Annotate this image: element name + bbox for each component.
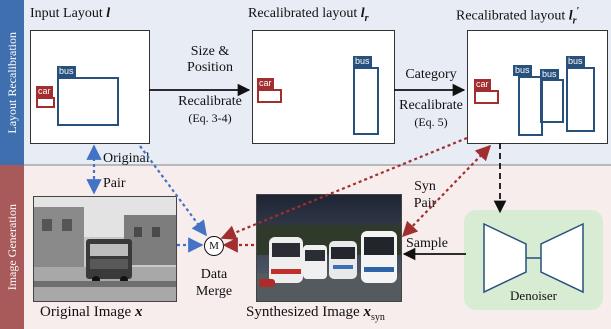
recalibrated-layout-title: Recalibrated layout lr	[248, 6, 369, 24]
size-position-label: Size & Position	[187, 44, 233, 75]
category-label: Category	[405, 67, 457, 82]
original-image	[33, 196, 177, 302]
sample-label: Sample	[406, 236, 448, 251]
bus-box-3	[566, 67, 595, 132]
original-pair-label-line2: Pair	[103, 176, 126, 191]
bus-tag-3: bus	[566, 56, 585, 67]
recalibrated-layout-prime-panel: bus bus bus car	[467, 30, 608, 144]
original-pair-label-line1: Original	[103, 151, 150, 166]
syn-pair-arrow	[401, 144, 492, 238]
car-tag: car	[257, 78, 274, 89]
category-recalibrate-label: Recalibrate (Eq. 5)	[399, 98, 463, 129]
side-label-image-generation: Image Generation	[0, 165, 24, 329]
bus-tag-1: bus	[513, 65, 532, 76]
size-position-recalibrate-label: Recalibrate (Eq. 3-4)	[178, 94, 242, 125]
synthesized-image-caption: Synthesized Image xsyn	[246, 304, 385, 323]
data-merge-label: Data Merge	[195, 267, 233, 299]
recal-to-merge-arrow	[220, 136, 468, 240]
recalibrated-layout-prime-title: Recalibrated layout lr′	[456, 6, 580, 27]
bus-box-2	[540, 79, 564, 123]
denoiser-label: Denoiser	[510, 288, 557, 303]
synthesized-image	[256, 194, 402, 302]
section-divider	[0, 164, 611, 166]
bus-tag-2: bus	[540, 69, 559, 80]
car-box	[474, 90, 499, 104]
car-box	[36, 97, 55, 108]
denoiser-block: Denoiser	[464, 210, 603, 310]
car-tag: car	[36, 86, 53, 97]
input-layout-panel: bus car	[30, 30, 150, 144]
bus-box	[353, 67, 379, 135]
layout-to-merge-arrow	[139, 145, 207, 237]
bus-box-1	[518, 76, 543, 136]
side-label-layout-recalibration: Layout Recalibration	[0, 0, 24, 165]
bus-tag: bus	[353, 56, 372, 67]
recalibrated-layout-panel: bus car	[252, 30, 395, 144]
car-tag: car	[474, 79, 491, 90]
original-image-caption: Original Image x	[40, 304, 143, 320]
bus-box	[57, 77, 119, 126]
bus-tag: bus	[57, 66, 76, 77]
car-box	[257, 89, 282, 103]
input-layout-title: Input Layout l	[30, 6, 111, 21]
